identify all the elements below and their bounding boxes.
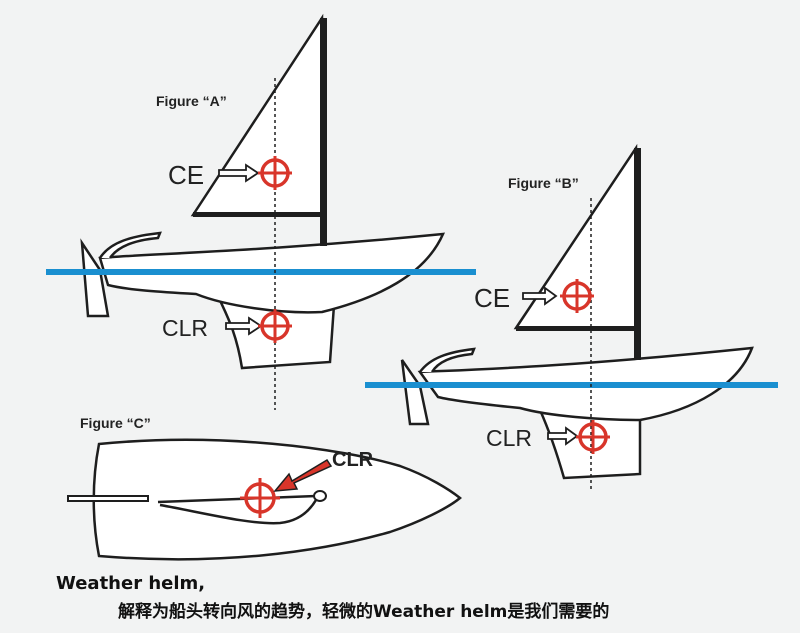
figure-a-title: Figure “A” (156, 93, 227, 109)
figure-a-ce-label: CE (168, 160, 204, 190)
figure-a-mast (320, 18, 327, 246)
figure-c-mast (313, 490, 327, 502)
figure-b-clr-target (576, 420, 610, 454)
figure-a-boom (193, 212, 325, 217)
figure-c: Figure “C” CLR (67, 415, 462, 561)
figure-b-title: Figure “B” (508, 175, 579, 191)
figure-b-keel (538, 408, 642, 480)
figure-c-clr-target (240, 478, 280, 518)
figure-b: Figure “B” CE CLR (365, 143, 778, 492)
figure-c-title: Figure “C” (80, 415, 151, 431)
caption-title: Weather helm, (56, 573, 206, 594)
figure-a-sail (190, 13, 324, 217)
figure-a-rudder (80, 238, 110, 318)
figure-c-tiller (67, 495, 149, 502)
figure-c-keel-outline (159, 499, 318, 525)
figure-b-rudder (400, 359, 430, 426)
figure-a-stern (98, 231, 162, 259)
figure-b-ce-arrow (522, 286, 558, 306)
figure-c-hull-top-view (92, 438, 462, 561)
figure-a-clr-target (258, 309, 292, 343)
figure-a-clr-arrow (225, 316, 263, 336)
figure-c-clr-label: CLR (332, 449, 374, 471)
figure-b-mast (634, 148, 641, 360)
figure-a-ce-arrow (218, 163, 260, 183)
figure-b-clr-arrow (547, 426, 579, 446)
caption-explanation: 解释为船头转向风的趋势，轻微的Weather helm是我们需要的 (118, 602, 610, 622)
figure-a-ce-target (258, 156, 292, 190)
figure-b-clr-label: CLR (486, 425, 532, 451)
figure-b-boom (516, 326, 640, 331)
figure-c-clr-arrow (273, 458, 333, 492)
figure-b-ce-label: CE (474, 283, 510, 313)
figure-b-ce-target (560, 279, 594, 313)
figure-c-boom (157, 494, 317, 504)
figure-a-clr-label: CLR (162, 315, 208, 341)
figure-b-stern (418, 347, 476, 373)
figure-a: Figure “A” CE CLR (46, 13, 476, 410)
